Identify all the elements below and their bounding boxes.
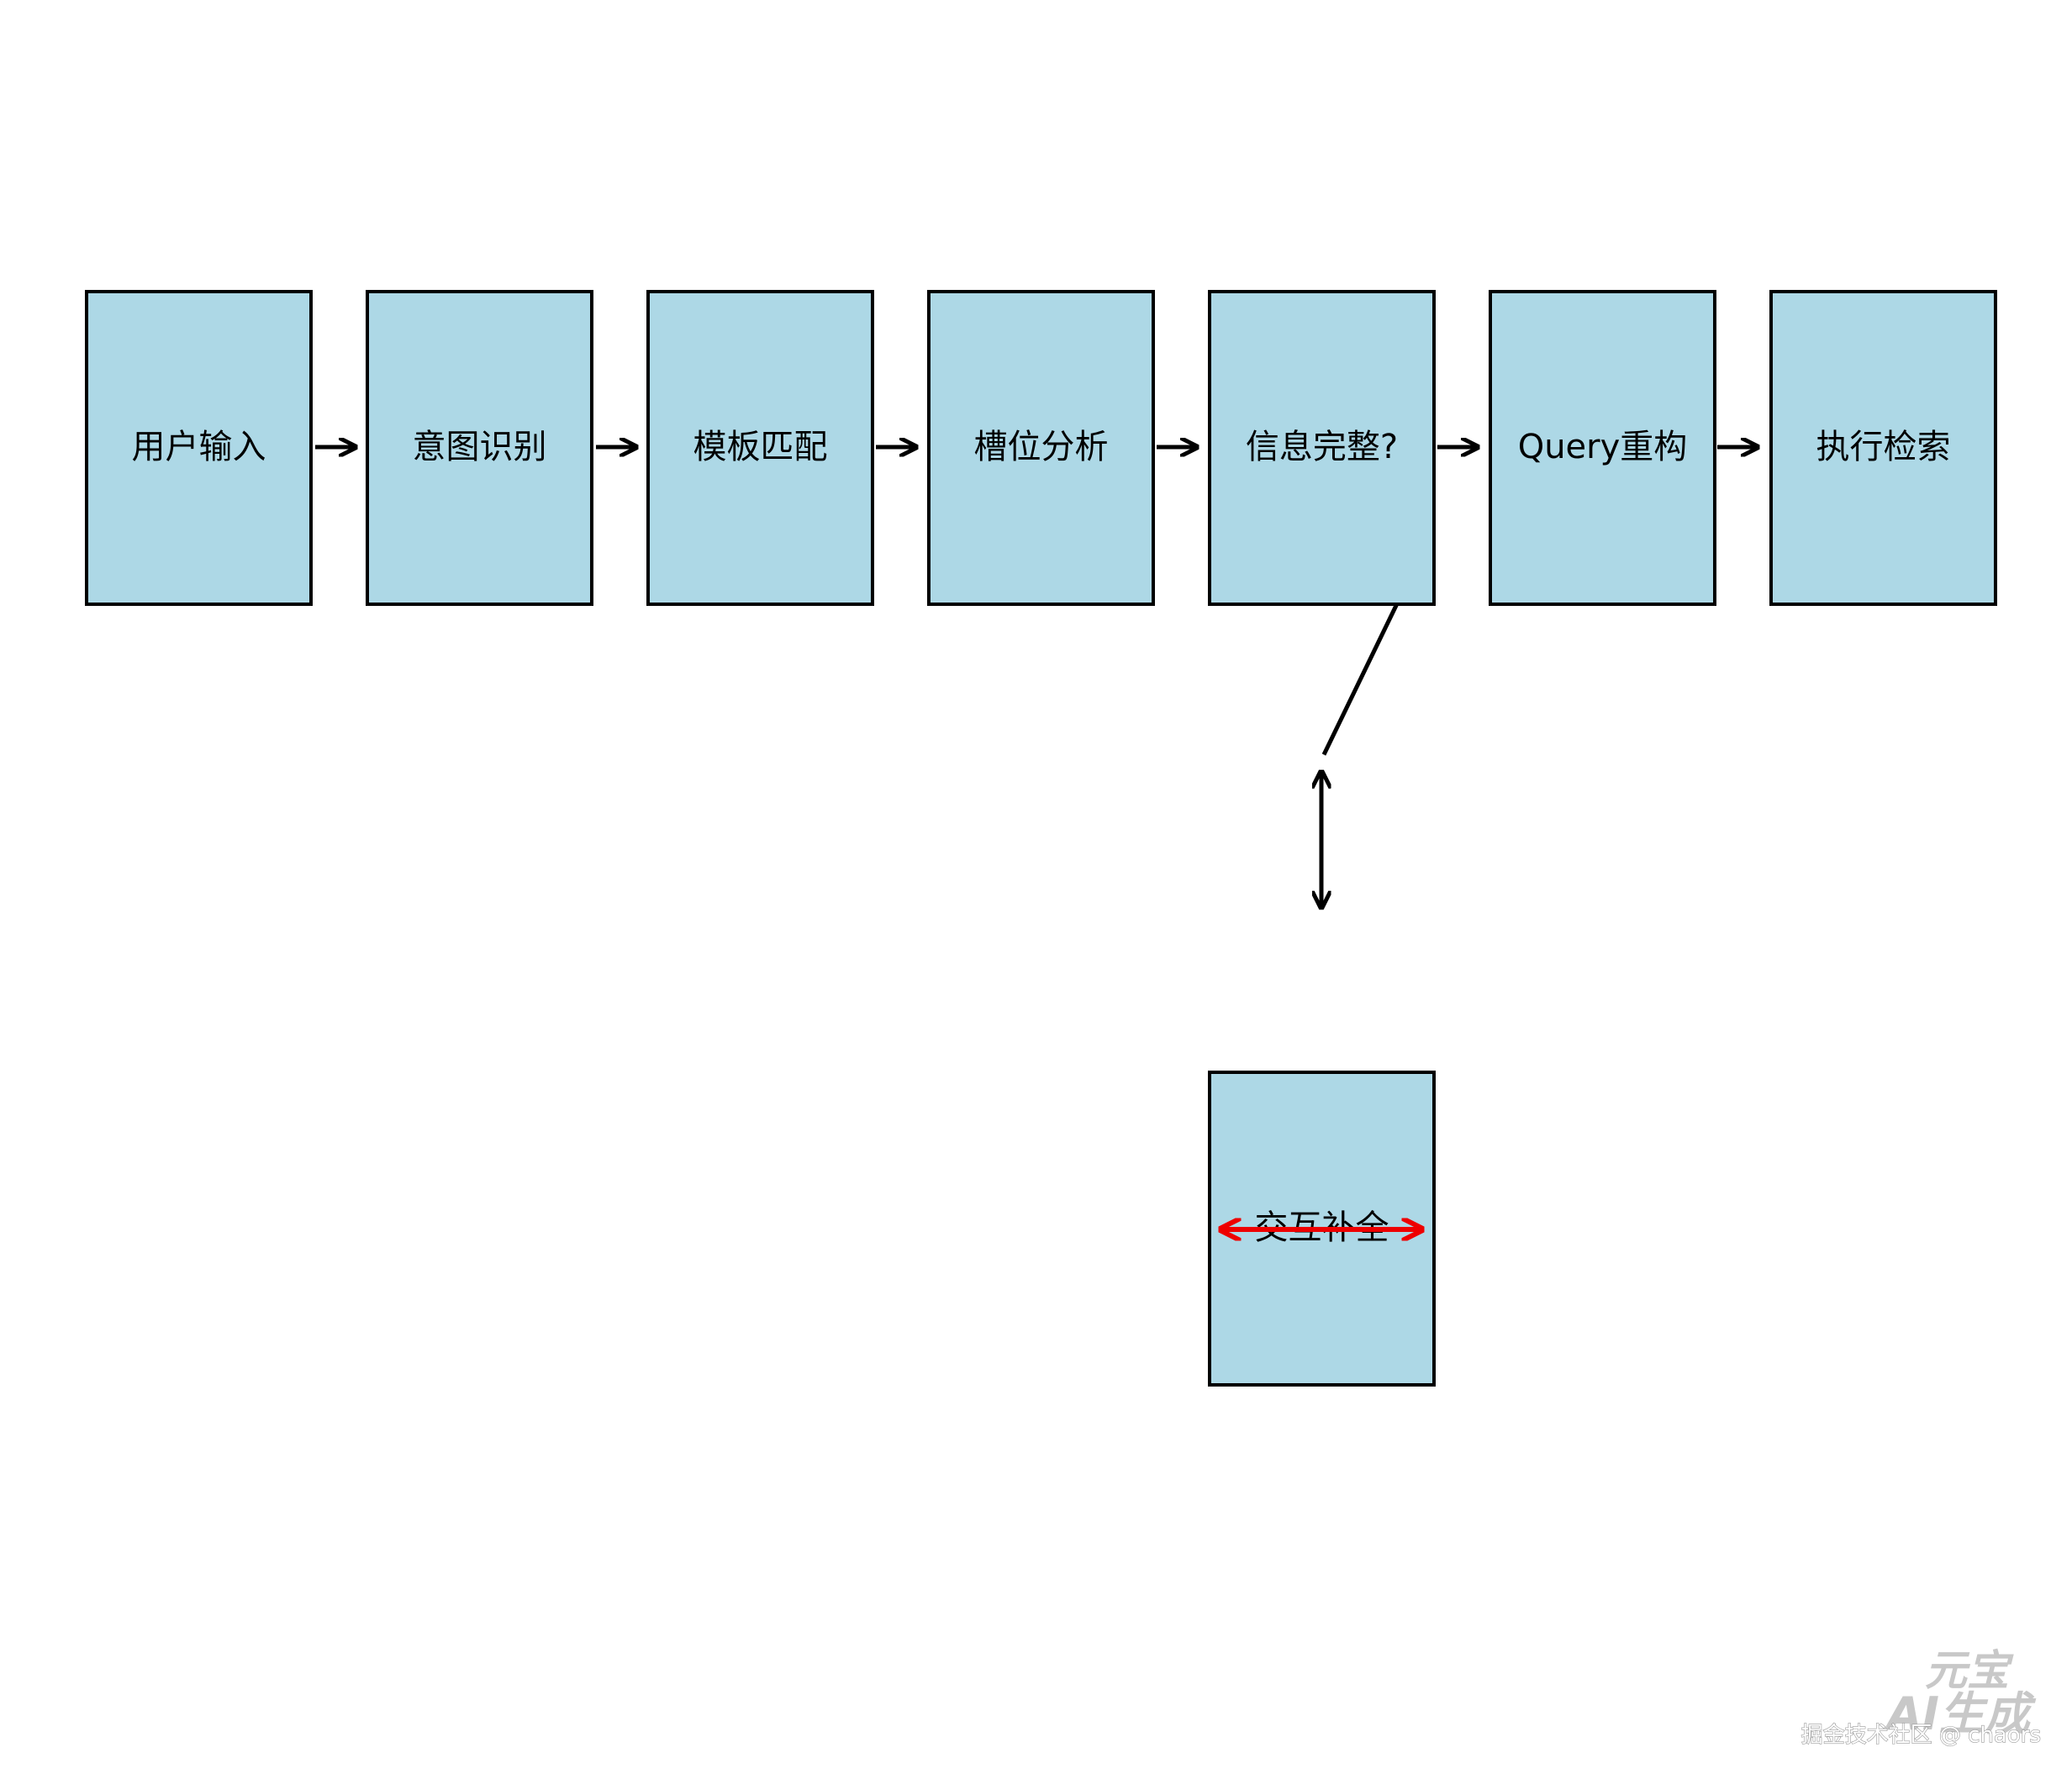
node-retrieve-label: 执行检索 xyxy=(1816,428,1951,466)
node-intent: 意图识别 xyxy=(366,290,593,606)
node-retrieve-box xyxy=(1769,290,1997,606)
node-slot-label: 槽位分析 xyxy=(974,428,1109,466)
node-rewrite-box xyxy=(1489,290,1716,606)
watermark-logo-line1: 元宝 xyxy=(1925,1646,2014,1695)
watermark-logo-line2: AI生成 xyxy=(1884,1687,2037,1740)
node-rewrite-label: Query重构 xyxy=(1518,428,1688,466)
node-intent-label: 意图识别 xyxy=(413,428,547,466)
node-complete: 信息完整? xyxy=(1208,290,1436,606)
watermark: 元宝 AI生成 掘金技术社区 @ chaors xyxy=(1800,1646,2042,1749)
node-complete-box xyxy=(1208,290,1436,606)
node-slot-box xyxy=(927,290,1155,606)
node-rewrite: Query重构 xyxy=(1489,290,1716,606)
node-template-label: 模板匹配 xyxy=(693,428,828,466)
node-complete-label: 信息完整? xyxy=(1246,428,1398,466)
node-template-box xyxy=(646,290,874,606)
node-user-input-box xyxy=(85,290,313,606)
node-slot: 槽位分析 xyxy=(927,290,1155,606)
node-user-input: 用户输入 xyxy=(85,290,313,606)
watermark-text: 掘金技术社区 @ chaors xyxy=(1801,1723,2041,1748)
node-retrieve: 执行检索 xyxy=(1769,290,1997,606)
node-intent-box xyxy=(366,290,593,606)
node-template: 模板匹配 xyxy=(646,290,874,606)
node-user-input-label: 用户输入 xyxy=(132,428,266,466)
